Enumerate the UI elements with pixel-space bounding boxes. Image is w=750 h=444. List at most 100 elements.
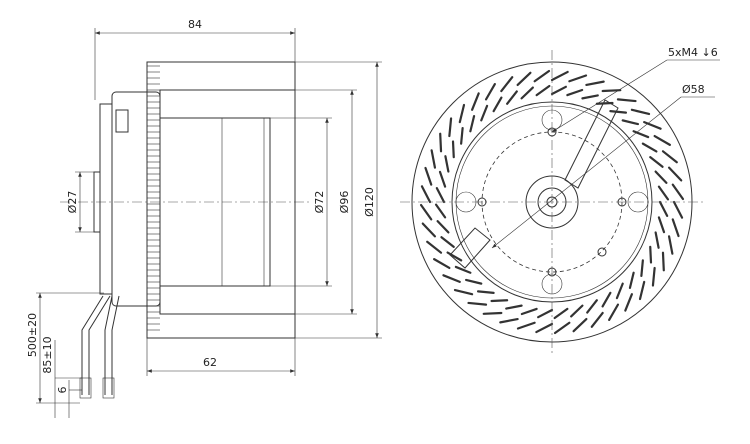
blade-mark xyxy=(624,293,633,312)
blade-mark xyxy=(434,203,447,219)
blade-mark xyxy=(520,86,534,100)
blade-mark xyxy=(590,311,604,328)
blade-mark xyxy=(500,76,514,93)
blade-mark xyxy=(640,259,644,278)
blade-mark xyxy=(630,108,651,116)
blade-mark xyxy=(440,236,455,248)
blade-mark xyxy=(535,322,554,334)
blade-mark xyxy=(535,84,551,97)
blade-mark xyxy=(492,96,503,113)
dim-label: Ø96 xyxy=(338,191,351,214)
dimension-62: 62 xyxy=(146,338,296,376)
blade-mark xyxy=(550,85,567,96)
callout-label: 5xM4 ↓6 xyxy=(668,46,718,59)
blade-mark xyxy=(566,88,584,97)
dim-label: Ø72 xyxy=(313,191,326,214)
dimension-120: Ø120 xyxy=(295,61,382,339)
blade-mark xyxy=(444,155,450,173)
blade-mark xyxy=(438,170,447,188)
blade-mark xyxy=(671,218,680,238)
blade-mark xyxy=(454,265,472,274)
blade-mark xyxy=(585,80,605,87)
callout-label: Ø58 xyxy=(682,83,705,96)
dim-label: 85±10 xyxy=(41,336,54,373)
motor-housing xyxy=(93,91,161,307)
blade-mark xyxy=(550,70,569,82)
blade-mark xyxy=(568,74,588,83)
cables xyxy=(79,295,120,399)
blade-mark xyxy=(467,301,488,306)
blade-mark xyxy=(506,90,518,105)
dim-label: 6 xyxy=(56,387,69,394)
blade-mark xyxy=(667,235,674,255)
mounting-holes xyxy=(455,109,649,295)
blade-mark xyxy=(628,271,635,290)
blade-mark xyxy=(419,203,433,221)
bolt-circle-callout: Ø58 xyxy=(491,83,715,249)
blade-mark xyxy=(632,130,650,139)
blade-mark xyxy=(426,240,443,254)
blade-mark xyxy=(553,321,571,335)
blade-mark xyxy=(621,119,640,126)
blade-mark xyxy=(436,220,450,234)
blade-mark xyxy=(661,251,665,272)
blade-mark xyxy=(601,89,622,93)
blade-mark xyxy=(469,114,476,133)
dimension-84: 84 xyxy=(94,18,296,100)
dim-label: Ø27 xyxy=(66,191,79,214)
blade-mark xyxy=(661,150,678,164)
blade-mark xyxy=(420,185,432,204)
holes-callout: 5xM4 ↓6 xyxy=(551,46,720,133)
blade-mark xyxy=(586,299,598,314)
blade-mark xyxy=(553,307,569,320)
blade-mark xyxy=(643,121,662,130)
blade-mark xyxy=(537,308,554,319)
blade-mark xyxy=(609,110,628,114)
blade-mark xyxy=(638,280,646,301)
blade-mark xyxy=(658,200,669,217)
blade-mark xyxy=(570,304,584,318)
front-view: 5xM4 ↓6 Ø58 xyxy=(400,46,720,355)
blade-mark xyxy=(446,251,463,262)
blade-mark xyxy=(439,132,443,153)
blade-mark xyxy=(671,183,685,201)
dim-label: 84 xyxy=(188,18,202,31)
blade-mark xyxy=(430,149,437,169)
blade-mark xyxy=(616,98,637,103)
blade-mark xyxy=(516,321,536,330)
blade-mark xyxy=(581,94,599,100)
dim-label: Ø120 xyxy=(363,187,376,217)
blade-mark xyxy=(490,299,509,303)
blade-mark xyxy=(480,104,489,122)
blade-mark xyxy=(453,288,474,296)
dim-label: 500±20 xyxy=(26,313,39,357)
impeller-side xyxy=(146,61,296,339)
blade-mark xyxy=(649,156,664,168)
impeller-blades xyxy=(419,69,685,335)
blade-mark xyxy=(657,216,666,234)
blade-mark xyxy=(435,187,446,204)
blade-mark xyxy=(451,140,455,159)
blade-mark xyxy=(520,307,538,316)
blade-mark xyxy=(421,222,437,238)
blade-mark xyxy=(433,258,451,270)
blade-mark xyxy=(615,282,624,300)
blade-mark xyxy=(654,231,660,249)
blade-mark xyxy=(458,103,466,124)
blade-mark xyxy=(667,166,683,182)
dim-label: 62 xyxy=(203,356,217,369)
blade-mark xyxy=(641,142,658,153)
blade-mark xyxy=(516,71,532,87)
blade-mark xyxy=(476,290,495,294)
blade-mark xyxy=(572,317,588,333)
blade-mark xyxy=(505,304,523,310)
blade-mark xyxy=(471,92,480,111)
blade-mark xyxy=(649,245,653,264)
blade-mark xyxy=(460,126,464,145)
blade-mark xyxy=(499,317,519,324)
dimension-72: Ø72 xyxy=(270,117,332,287)
blade-mark xyxy=(482,311,503,315)
blade-mark xyxy=(484,83,496,101)
side-view: 84 62 Ø27 Ø72 Ø96 xyxy=(26,18,382,418)
